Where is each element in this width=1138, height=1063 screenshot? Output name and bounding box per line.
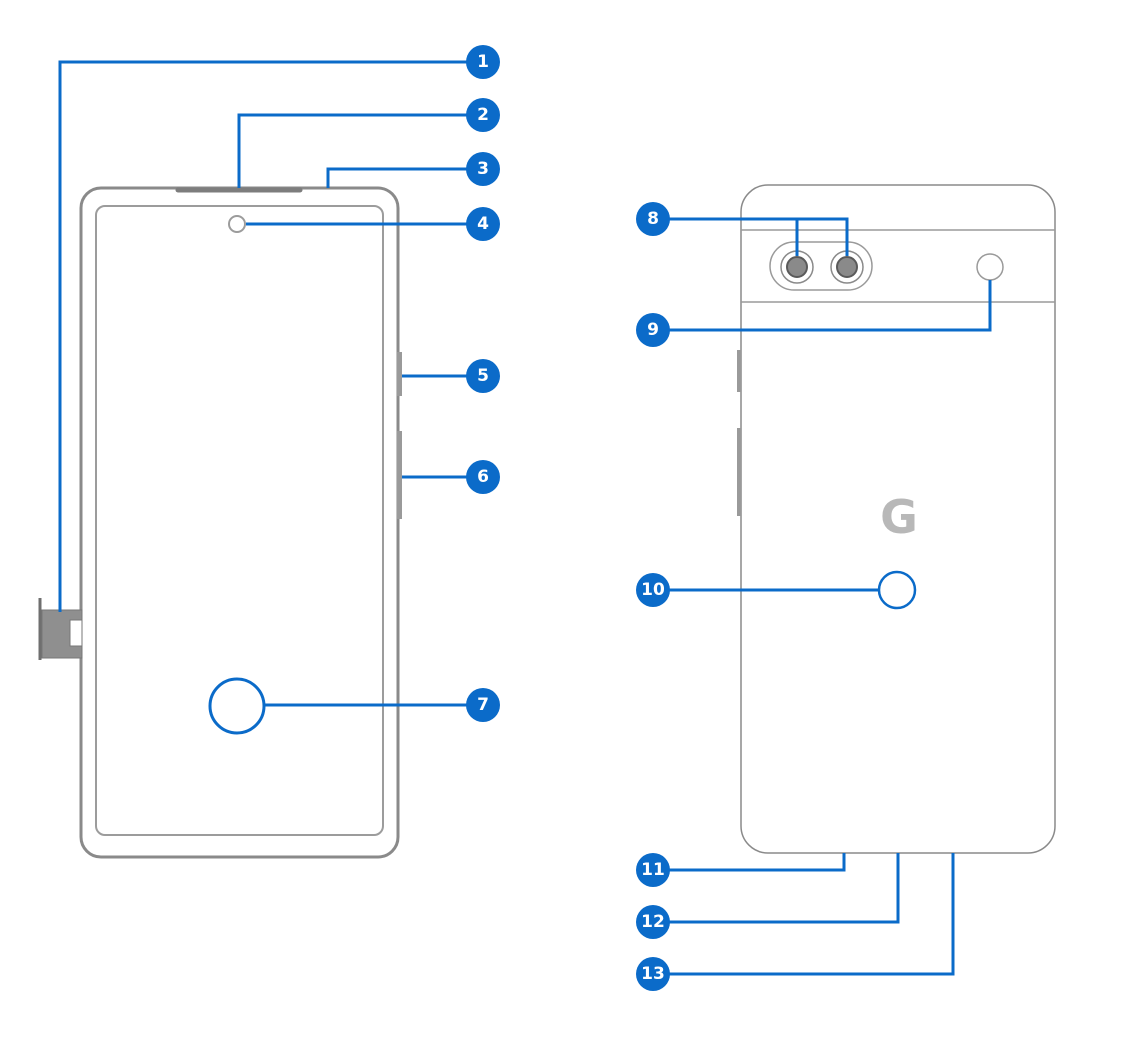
callout-4-number: 4 [477,214,489,234]
back-view: G 8 9 10 11 12 [636,184,1056,991]
back-volume-buttons [737,428,741,516]
callout-10-number: 10 [641,580,665,600]
callout-11-number: 11 [641,860,665,880]
front-camera [228,215,246,233]
callout-6: 6 [466,460,500,494]
volume-buttons [397,431,402,519]
callout-7-number: 7 [477,695,489,715]
callout-13: 13 [636,957,670,991]
callout-9: 9 [636,313,670,347]
callout-10: 10 [636,573,670,607]
sim-tray-slot [69,619,83,647]
callout-6-number: 6 [477,467,489,487]
power-button [397,352,402,396]
front-view: 1 2 3 4 5 6 7 [38,45,500,859]
callout-11: 11 [636,853,670,887]
callout-13-number: 13 [641,964,665,984]
leader-line-2 [237,113,483,188]
callout-7: 7 [466,688,500,722]
rear-sensor [877,570,917,610]
callout-12: 12 [636,905,670,939]
front-body-outline [79,186,400,859]
callout-9-number: 9 [647,320,659,340]
callout-3: 3 [466,152,500,186]
camera-module [769,241,873,291]
leader-line-8 [653,217,849,256]
callout-2: 2 [466,98,500,132]
callout-8: 8 [636,202,670,236]
leader-line-9 [653,280,992,332]
rear-flash [976,253,1004,281]
leader-line-13 [653,853,955,976]
leader-line-11 [653,853,846,872]
callout-8-number: 8 [647,209,659,229]
leader-line-1 [58,60,483,612]
callout-4: 4 [466,207,500,241]
back-power-button [737,350,741,392]
callout-12-number: 12 [641,912,665,932]
callout-5-number: 5 [477,366,489,386]
front-screen [95,205,384,836]
rear-camera-1-lens [786,256,808,278]
callout-5: 5 [466,359,500,393]
callout-3-number: 3 [477,159,489,179]
callout-2-number: 2 [477,105,489,125]
fingerprint-sensor-front [208,677,266,735]
leader-line-12 [653,853,900,924]
callout-1-number: 1 [477,52,489,72]
rear-camera-2-lens [836,256,858,278]
brand-logo: G [880,490,918,544]
leader-line-3 [326,167,483,188]
callout-1: 1 [466,45,500,79]
